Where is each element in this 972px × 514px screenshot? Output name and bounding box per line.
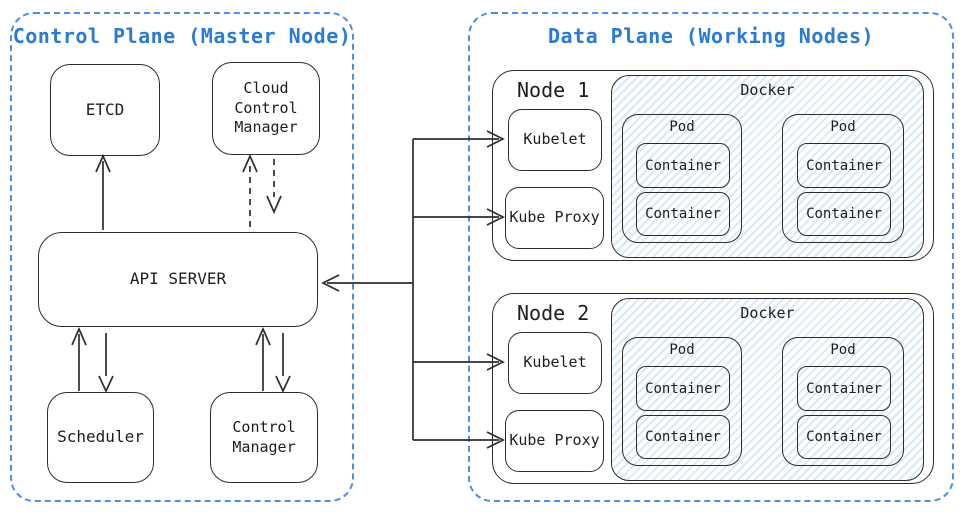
container-box: Container [636, 143, 730, 188]
node-1-kubelet-box: Kubelet [508, 109, 602, 171]
node-1-docker-label: Docker [740, 81, 795, 99]
container-box: Container [797, 366, 891, 411]
container-box: Container [797, 143, 891, 188]
control-manager-box: Control Manager [210, 392, 318, 483]
pod-label: Pod [830, 119, 856, 135]
node-2-kube-proxy-box: Kube Proxy [505, 410, 604, 472]
data-plane-title: Data Plane (Working Nodes) [547, 24, 875, 48]
pod-label: Pod [669, 119, 695, 135]
control-plane-title: Control Plane (Master Node) [12, 24, 352, 48]
node-1-pod-2: Pod Container Container [782, 114, 904, 243]
container-box: Container [636, 366, 730, 411]
node-1-pod-1: Pod Container Container [622, 114, 742, 243]
scheduler-box: Scheduler [47, 392, 154, 483]
control-plane-group: Control Plane (Master Node) [10, 12, 354, 502]
node-1-kube-proxy-box: Kube Proxy [505, 187, 604, 249]
node-2-docker-label: Docker [740, 304, 795, 322]
node-2-pod-2: Pod Container Container [782, 337, 904, 466]
pod-label: Pod [669, 342, 695, 358]
node-2-group: Node 2 Kubelet Kube Proxy Docker Pod Con… [492, 293, 934, 484]
node-2-docker-group: Docker Pod Container Container Pod Conta… [611, 298, 924, 481]
node-2-kubelet-box: Kubelet [508, 332, 602, 394]
node-2-label: Node 2 [517, 301, 590, 325]
node-1-group: Node 1 Kubelet Kube Proxy Docker Pod Con… [492, 70, 934, 261]
api-server-box: API SERVER [38, 232, 318, 327]
cloud-control-manager-box: Cloud Control Manager [212, 62, 320, 155]
container-box: Container [797, 192, 891, 236]
data-plane-group: Data Plane (Working Nodes) [468, 12, 954, 502]
node-1-docker-group: Docker Pod Container Container Pod Conta… [611, 75, 924, 258]
container-box: Container [797, 415, 891, 459]
container-box: Container [636, 192, 730, 236]
node-1-label: Node 1 [517, 78, 590, 102]
container-box: Container [636, 415, 730, 459]
etcd-box: ETCD [50, 64, 160, 156]
pod-label: Pod [830, 342, 856, 358]
node-2-pod-1: Pod Container Container [622, 337, 742, 466]
